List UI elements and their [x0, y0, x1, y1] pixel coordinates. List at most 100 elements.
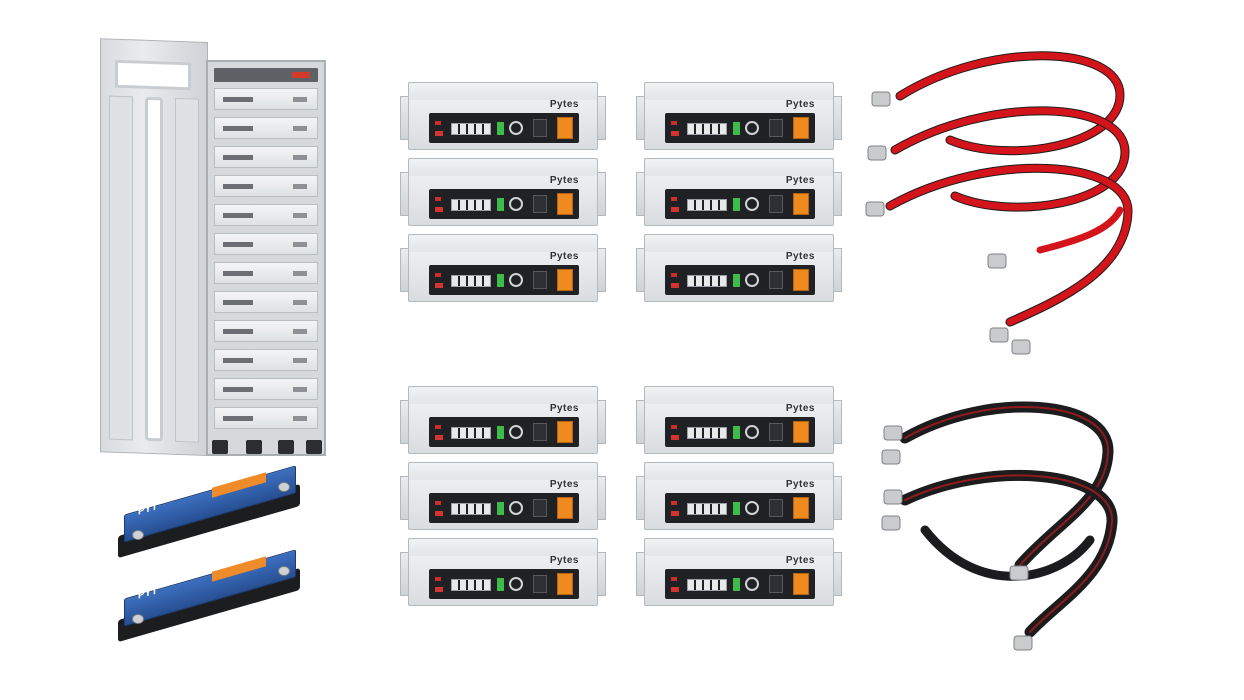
battery-front-panel [429, 569, 579, 599]
cabinet-rack-unit [214, 291, 318, 313]
negative-terminal [533, 119, 547, 137]
power-switch-icon [435, 207, 443, 212]
negative-terminal [769, 499, 783, 517]
dip-switch [497, 578, 504, 591]
power-switch-icon [671, 511, 679, 516]
battery-module: Pytes [636, 234, 842, 302]
dip-switch [733, 426, 740, 439]
status-led-icon [435, 273, 441, 277]
status-led-icon [435, 577, 441, 581]
comm-ports [451, 123, 491, 135]
power-switch-icon [435, 131, 443, 136]
battery-module: Pytes [400, 462, 606, 530]
battery-module: Pytes [400, 538, 606, 606]
power-switch-icon [671, 207, 679, 212]
power-knob-icon [509, 197, 523, 211]
power-switch-icon [671, 435, 679, 440]
negative-terminal [533, 575, 547, 593]
battery-module: Pytes [636, 82, 842, 150]
battery-module: Pytes [400, 386, 606, 454]
battery-brand: Pytes [785, 479, 815, 490]
comm-ports [687, 275, 727, 287]
power-switch-icon [435, 435, 443, 440]
comm-ports [687, 503, 727, 515]
cabinet-rack-unit [214, 233, 318, 255]
power-switch-icon [671, 283, 679, 288]
power-knob-icon [745, 273, 759, 287]
status-led-icon [671, 425, 677, 429]
battery-brand: Pytes [549, 555, 579, 566]
battery-module: Pytes [400, 234, 606, 302]
dip-switch [733, 274, 740, 287]
comm-ports [687, 199, 727, 211]
power-knob-icon [509, 425, 523, 439]
cabinet-body [206, 60, 326, 456]
cabinet-rack-unit [214, 204, 318, 226]
status-led-icon [671, 577, 677, 581]
negative-terminal [533, 423, 547, 441]
battery-front-panel [665, 417, 815, 447]
power-knob-icon [509, 273, 523, 287]
battery-front-panel [429, 265, 579, 295]
cabinet-top-unit [214, 68, 318, 82]
power-switch-icon [435, 283, 443, 288]
black-cable-set [881, 401, 1118, 651]
positive-terminal [557, 421, 573, 443]
battery-front-panel [429, 113, 579, 143]
battery-brand: Pytes [549, 479, 579, 490]
negative-terminal [533, 499, 547, 517]
positive-terminal [557, 497, 573, 519]
battery-module: Pytes [636, 462, 842, 530]
power-knob-icon [745, 501, 759, 515]
dip-switch [733, 578, 740, 591]
battery-brand: Pytes [785, 251, 815, 262]
negative-terminal [769, 119, 783, 137]
status-led-icon [671, 197, 677, 201]
negative-terminal [769, 271, 783, 289]
power-knob-icon [745, 197, 759, 211]
power-switch-icon [671, 587, 679, 592]
negative-terminal [769, 195, 783, 213]
black-cable [899, 469, 1118, 638]
battery-front-panel [665, 265, 815, 295]
battery-module: Pytes [400, 82, 606, 150]
power-switch-icon [435, 587, 443, 592]
positive-terminal [793, 193, 809, 215]
battery-front-panel [665, 493, 815, 523]
battery-brand: Pytes [785, 403, 815, 414]
power-switch-icon [435, 511, 443, 516]
dip-switch [733, 122, 740, 135]
status-led-icon [671, 121, 677, 125]
battery-front-panel [429, 417, 579, 447]
dip-switch [733, 502, 740, 515]
dip-switch [497, 274, 504, 287]
status-led-icon [435, 121, 441, 125]
cable-lug [865, 91, 1031, 355]
busbar-bottom: PYT [118, 549, 308, 643]
positive-terminal [793, 421, 809, 443]
dip-switch [733, 198, 740, 211]
cabinet-rack-unit [214, 407, 318, 429]
power-knob-icon [745, 425, 759, 439]
cabinet-rack-unit [214, 117, 318, 139]
cabinet-feet [210, 440, 322, 456]
cable-lug [881, 425, 1033, 651]
battery-front-panel [665, 113, 815, 143]
power-knob-icon [745, 577, 759, 591]
power-knob-icon [509, 121, 523, 135]
comm-ports [451, 427, 491, 439]
dip-switch [497, 198, 504, 211]
battery-front-panel [665, 569, 815, 599]
comm-ports [687, 579, 727, 591]
battery-cabinet [100, 38, 330, 457]
power-knob-icon [509, 501, 523, 515]
battery-brand: Pytes [785, 99, 815, 110]
power-knob-icon [509, 577, 523, 591]
dip-switch [497, 426, 504, 439]
battery-module: Pytes [400, 158, 606, 226]
comm-ports [451, 579, 491, 591]
battery-module: Pytes [636, 386, 842, 454]
comm-ports [451, 275, 491, 287]
battery-front-panel [429, 493, 579, 523]
